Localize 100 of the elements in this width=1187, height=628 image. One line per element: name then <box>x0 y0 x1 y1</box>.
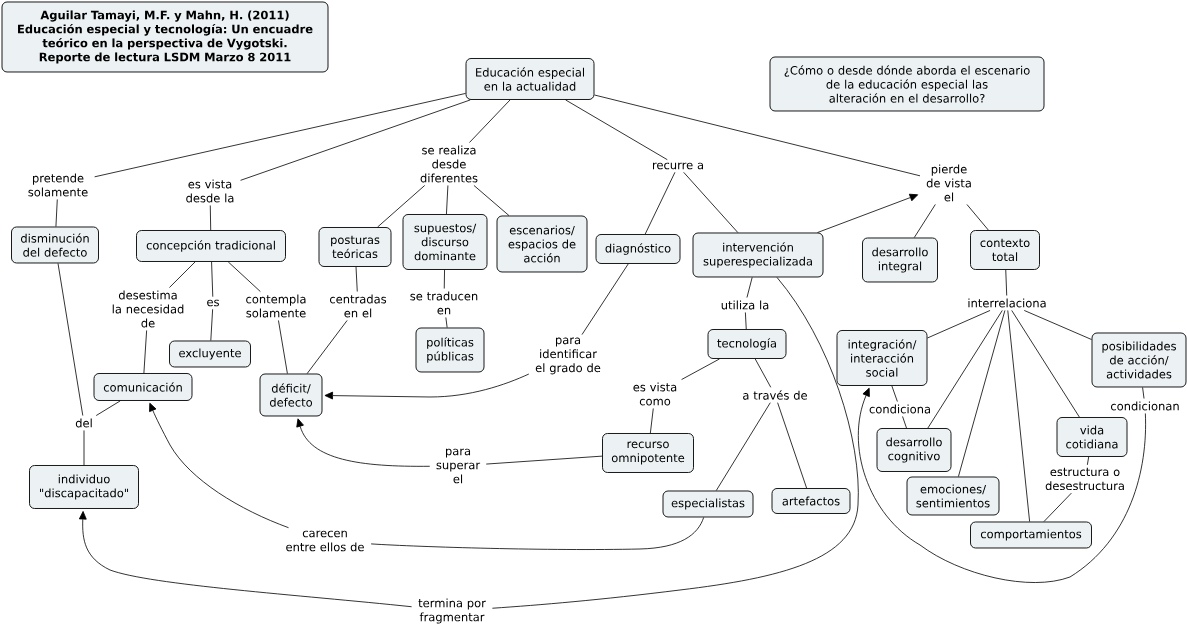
concept-box: diagnóstico <box>595 234 681 264</box>
connector-line <box>681 358 720 380</box>
connector-line <box>913 204 936 238</box>
linking-phrase: a través de <box>738 389 812 401</box>
linking-phrase: es <box>202 298 224 308</box>
arrow <box>78 511 412 608</box>
linking-phrase: es vista desde la <box>181 178 239 204</box>
arrow <box>817 193 919 233</box>
connector-line <box>227 261 261 292</box>
connector-line <box>1086 456 1090 466</box>
linking-phrase: utiliza la <box>716 299 774 311</box>
concept-box: comportamientos <box>970 521 1092 549</box>
connector-line <box>649 408 654 434</box>
concept-box: concepción tradicional <box>136 230 286 262</box>
connector-line <box>754 358 772 388</box>
connector-line <box>1142 387 1145 399</box>
linking-phrase: termina por fragmentar <box>413 597 491 625</box>
connector-line <box>1043 492 1072 522</box>
connector-line <box>55 199 58 227</box>
connector-line <box>306 320 348 374</box>
linking-phrase: centradas en el <box>325 293 391 319</box>
concept-box: desarrollo cognitivo <box>876 428 952 472</box>
concept-box: recurso omnipotente <box>602 433 694 473</box>
connector-line <box>485 455 603 465</box>
reference-box: Aguilar Tamayi, M.F. y Mahn, H. (2011) Educación especial y tecnología: Un encuadre teórico en la perspectiva de Vygotski. Reporte de lectura LSDM Marzo 8 2011 <box>1 1 329 73</box>
concept-box: emociones/ sentimientos <box>906 476 1000 516</box>
connector-line <box>57 263 84 416</box>
concept-box: posibilidades de acción/ actividades <box>1091 332 1187 388</box>
concept-box: supuestos/ discurso dominante <box>402 214 488 270</box>
connector-line <box>169 261 196 288</box>
connector-line <box>958 310 1006 477</box>
connector-line <box>377 185 426 228</box>
linking-phrase: se realiza desde diferentes <box>415 144 483 184</box>
linking-phrase: condicionan <box>1105 400 1185 412</box>
connector-line <box>278 320 288 374</box>
concept-box: disminución del defecto <box>11 226 99 264</box>
connector-line <box>473 185 510 216</box>
connector-line <box>644 171 676 235</box>
concept-box: comunicación <box>93 373 193 401</box>
concept-box: posturas teóricas <box>318 227 392 267</box>
linking-phrase: pretende solamente <box>23 172 93 198</box>
concept-box: contexto total <box>970 230 1040 270</box>
connector-line <box>492 277 859 609</box>
concept-box: escenarios/ espacios de acción <box>496 215 588 273</box>
connector-line <box>565 99 668 161</box>
connector-line <box>1011 310 1080 418</box>
connector-line <box>370 517 705 550</box>
linking-phrase: estructura o desestructura <box>1040 466 1130 492</box>
linking-phrase: pierde de vista el <box>922 163 976 203</box>
connector-line <box>445 317 448 328</box>
connector-line <box>1007 310 1030 522</box>
connector-line <box>581 263 629 335</box>
connector-line <box>95 400 121 416</box>
connector-line <box>683 171 739 233</box>
connector-line <box>355 266 358 292</box>
connector-line <box>927 310 1003 429</box>
concept-box: individuo "discapacitado" <box>29 465 139 509</box>
connector-line <box>927 310 991 339</box>
connector-line <box>715 402 771 491</box>
concept-box: Educación especial en la actualidad <box>465 58 595 100</box>
connector-line <box>446 185 449 215</box>
concept-box: integración/ interacción social <box>836 330 928 386</box>
linking-phrase: condiciona <box>864 403 936 415</box>
linking-phrase: se traducen en <box>405 290 483 316</box>
question-box: ¿Cómo o desde dónde aborda el escenario de la educación especial las alteración en el desarrollo? <box>769 56 1045 112</box>
concept-box: desarrollo integral <box>862 237 938 283</box>
arrow <box>857 387 1146 583</box>
connector-line <box>94 93 466 178</box>
concept-box: excluyente <box>169 340 251 368</box>
concept-box: déficit/ defecto <box>259 373 323 417</box>
arrow <box>149 402 289 529</box>
linking-phrase: es vista como <box>628 381 682 407</box>
connector-line <box>210 308 214 341</box>
connector-line <box>891 385 898 402</box>
concept-box: artefactos <box>771 488 851 514</box>
connector-line <box>469 99 511 143</box>
connector-line <box>902 416 907 429</box>
connector-line <box>143 330 148 374</box>
connector-line <box>1023 310 1092 340</box>
concept-box: políticas públicas <box>415 327 485 373</box>
concept-box: tecnología <box>707 329 787 359</box>
connector-line <box>745 312 747 330</box>
concept-box: vida cotidiana <box>1056 417 1128 457</box>
connector-line <box>1005 269 1008 296</box>
connector-line <box>594 94 921 177</box>
linking-phrase: para superar el <box>431 447 485 485</box>
linking-phrase: para identificar el grado de <box>530 336 606 376</box>
concept-box: especialistas <box>662 490 754 518</box>
connector-line <box>240 99 471 181</box>
linking-phrase: desestima la necesidad de <box>107 289 189 329</box>
connector-line <box>966 204 989 231</box>
linking-phrase: recurre a <box>647 161 709 171</box>
linking-phrase: carecen entre ellos de <box>280 529 370 553</box>
linking-phrase: contempla solamente <box>241 293 311 319</box>
connector-line <box>211 261 214 298</box>
linking-phrase: del <box>71 417 97 429</box>
concept-box: intervención superespecializada <box>692 232 824 278</box>
connector-line <box>777 402 807 489</box>
arrow <box>296 418 431 467</box>
linking-phrase: interrelaciona <box>962 297 1052 309</box>
